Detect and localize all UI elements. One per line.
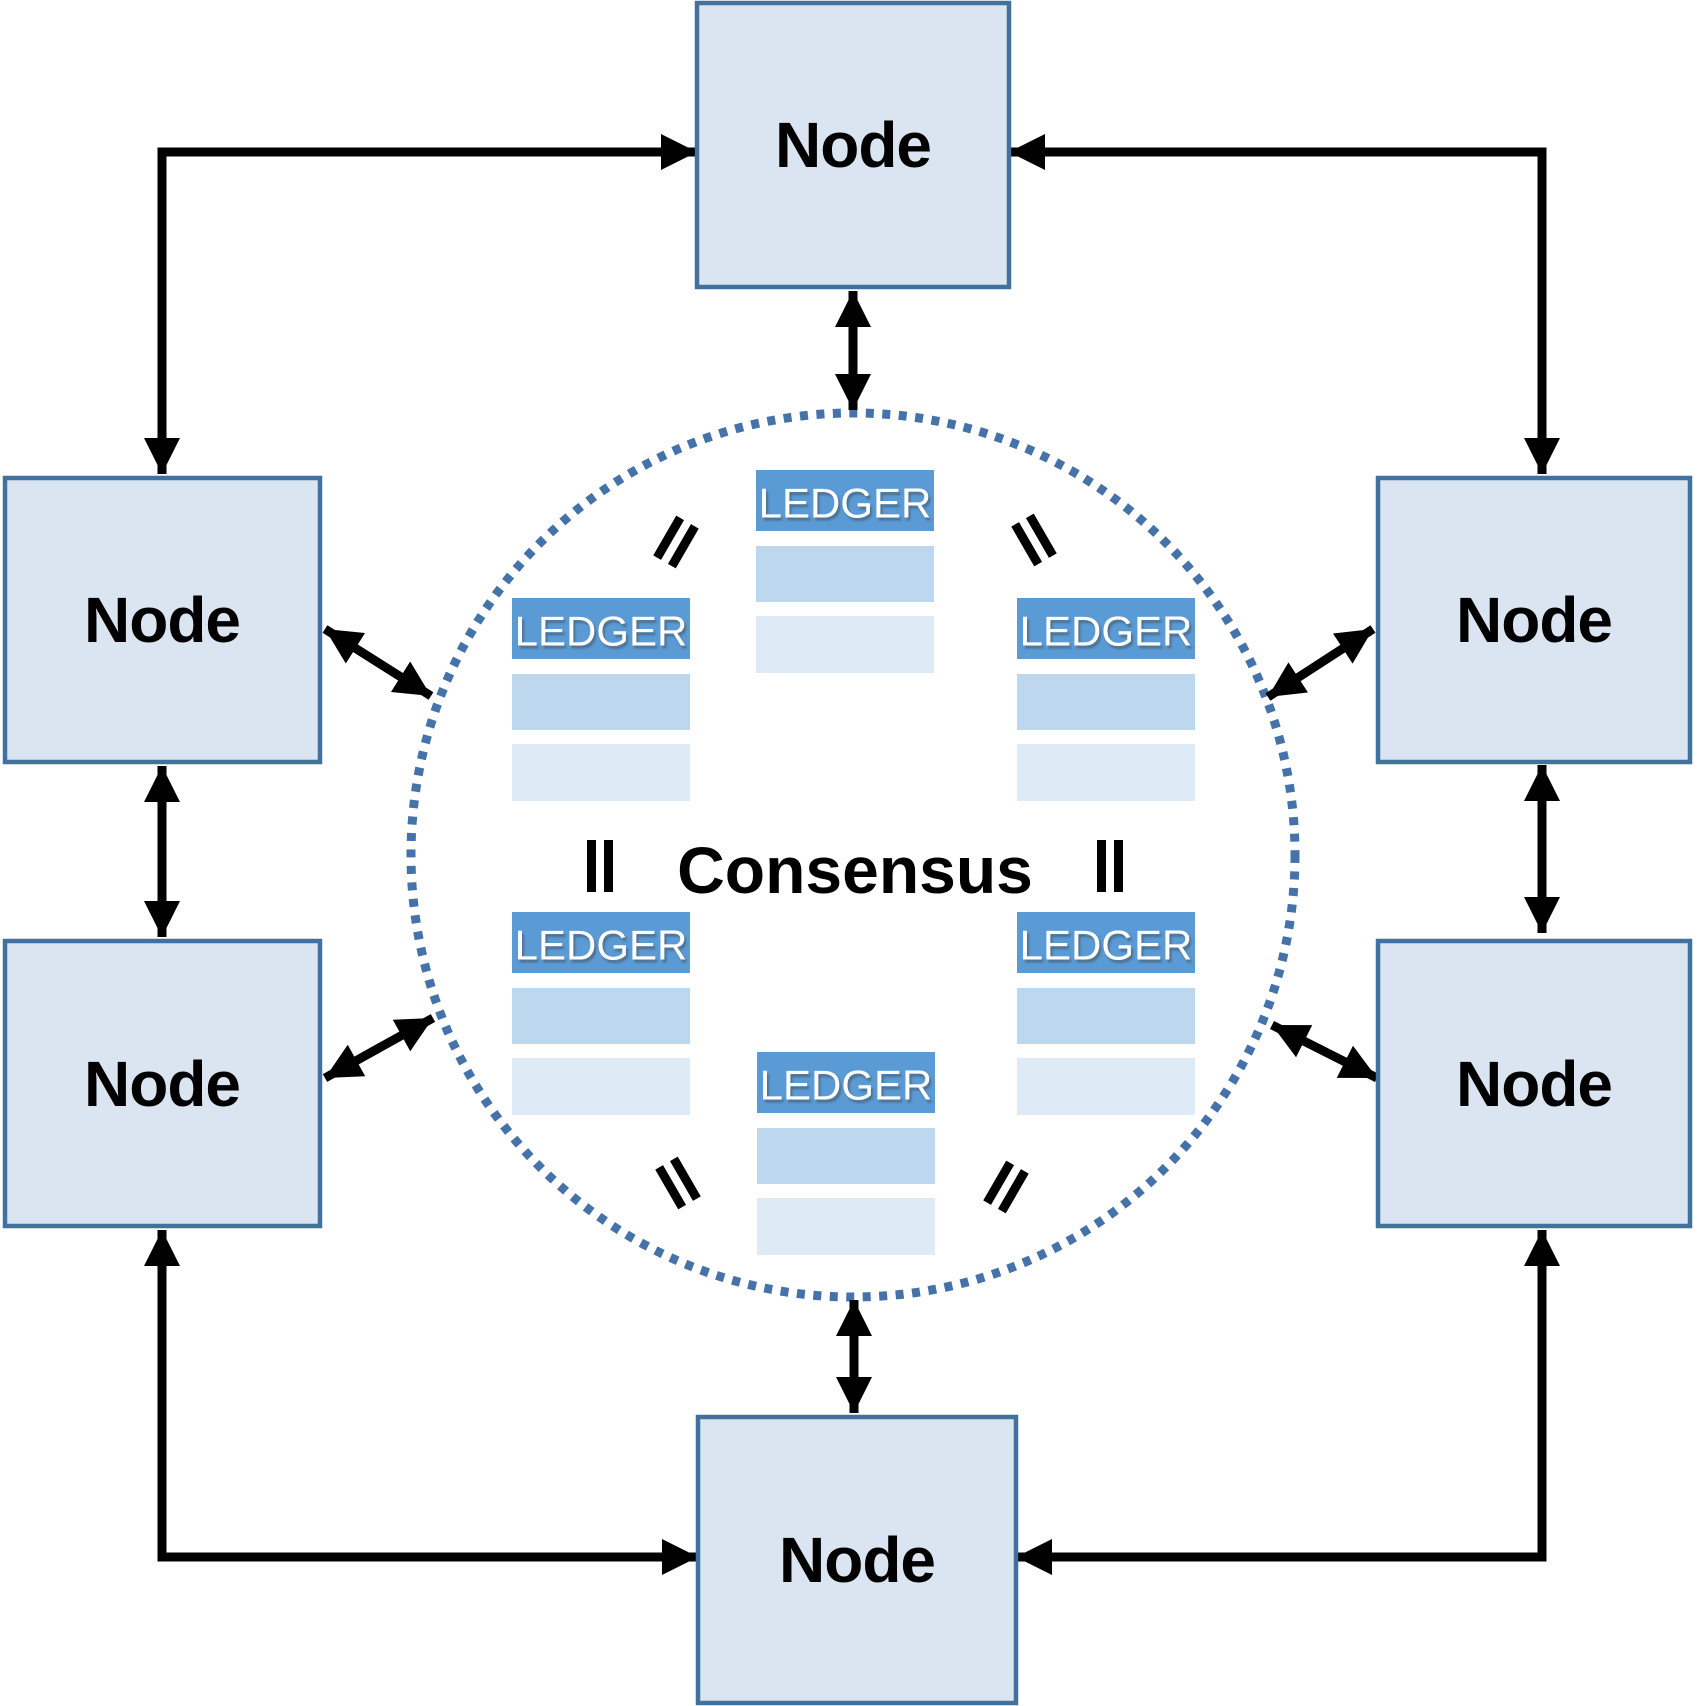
- node-label: Node: [84, 1048, 240, 1120]
- ledger-label: LEDGER: [760, 1062, 933, 1109]
- node-label: Node: [1456, 584, 1612, 656]
- node-box: [1375, 938, 1693, 1229]
- equals-icon-north-east: [1011, 513, 1057, 567]
- ledger-row: [1017, 988, 1195, 1044]
- node-box: [694, 0, 1012, 290]
- node-box: [695, 1414, 1019, 1706]
- ledger-label: LEDGER: [515, 608, 688, 655]
- equals-icon-north-west: [653, 515, 699, 569]
- node-right-bottom: Node: [1375, 938, 1693, 1229]
- equals-bar: [669, 1156, 701, 1201]
- equals-icon-east: [1097, 840, 1123, 892]
- ledger-row: [512, 988, 690, 1044]
- node-top: Node: [694, 0, 1012, 290]
- ledger-row: [512, 674, 690, 730]
- node-label: Node: [84, 584, 240, 656]
- arrow-elbow-bottom-left: [144, 1230, 698, 1575]
- ledger-label: LEDGER: [759, 480, 932, 527]
- arrows: [144, 134, 1560, 1575]
- ledger-header: [1017, 912, 1195, 973]
- ledger-row: [512, 744, 690, 801]
- node-box: [1375, 475, 1693, 765]
- equals-icon-west: [587, 840, 613, 892]
- node-bottom: Node: [695, 1414, 1019, 1706]
- ledger-row: [756, 616, 934, 673]
- equals-bar: [655, 1165, 687, 1210]
- ledger-upper-right: LEDGER: [1017, 598, 1195, 801]
- node-left-top: Node: [2, 475, 323, 765]
- ledger-row: [1017, 744, 1195, 801]
- consensus-label: Consensus: [677, 833, 1033, 907]
- equals-bar: [653, 515, 685, 560]
- ledger-header: [512, 912, 690, 973]
- node-box: [2, 475, 323, 765]
- equals-bar: [1097, 840, 1106, 892]
- ledger-row: [757, 1198, 935, 1255]
- node-label: Node: [779, 1524, 935, 1596]
- ledger-bottom: LEDGER: [757, 1052, 935, 1255]
- ledger-upper-left: LEDGER: [512, 598, 690, 801]
- equals-icon-south-east: [983, 1160, 1029, 1214]
- node-left-bottom: Node: [2, 938, 323, 1229]
- ledger-label: LEDGER: [1020, 922, 1193, 969]
- arrow-elbow-bottom-right: [1016, 1230, 1560, 1575]
- arrow-elbow-top-right: [1009, 134, 1560, 474]
- arrow-right-top-circle: [1265, 625, 1376, 701]
- equals-bar: [587, 840, 596, 892]
- node-box: [2, 938, 323, 1229]
- arrow-elbow-top-left: [144, 134, 697, 474]
- equals-bar: [604, 840, 613, 892]
- equals-bar: [1025, 513, 1057, 558]
- ledger-label: LEDGER: [515, 922, 688, 969]
- ledger-row: [1017, 1058, 1195, 1115]
- arrow-left-bottom-circle: [322, 1014, 436, 1082]
- equals-bar: [1011, 522, 1043, 567]
- ledger-header: [512, 598, 690, 659]
- consensus-circle-icon: [406, 408, 1300, 1302]
- ledger-row: [512, 1058, 690, 1115]
- equals-icon-south-west: [655, 1156, 701, 1210]
- ledger-lower-right: LEDGER: [1017, 912, 1195, 1115]
- arrow-left-top-circle: [322, 625, 434, 700]
- equals-bar: [983, 1160, 1015, 1205]
- arrow-right-bottom-circle: [1269, 1020, 1380, 1083]
- equals-bar: [1114, 840, 1123, 892]
- ledger-row: [1017, 674, 1195, 730]
- ledger-header: [756, 470, 934, 531]
- ledger-header: [757, 1052, 935, 1113]
- ledger-header: [1017, 598, 1195, 659]
- equals-bar: [667, 524, 699, 569]
- node-label: Node: [1456, 1048, 1612, 1120]
- ledger-row: [757, 1128, 935, 1184]
- ledger-top: LEDGER: [756, 470, 934, 673]
- equals-bar: [997, 1169, 1029, 1214]
- ledger-row: [756, 546, 934, 602]
- ledger-lower-left: LEDGER: [512, 912, 690, 1115]
- node-label: Node: [775, 109, 931, 181]
- node-right-top: Node: [1375, 475, 1693, 765]
- ledger-label: LEDGER: [1020, 608, 1193, 655]
